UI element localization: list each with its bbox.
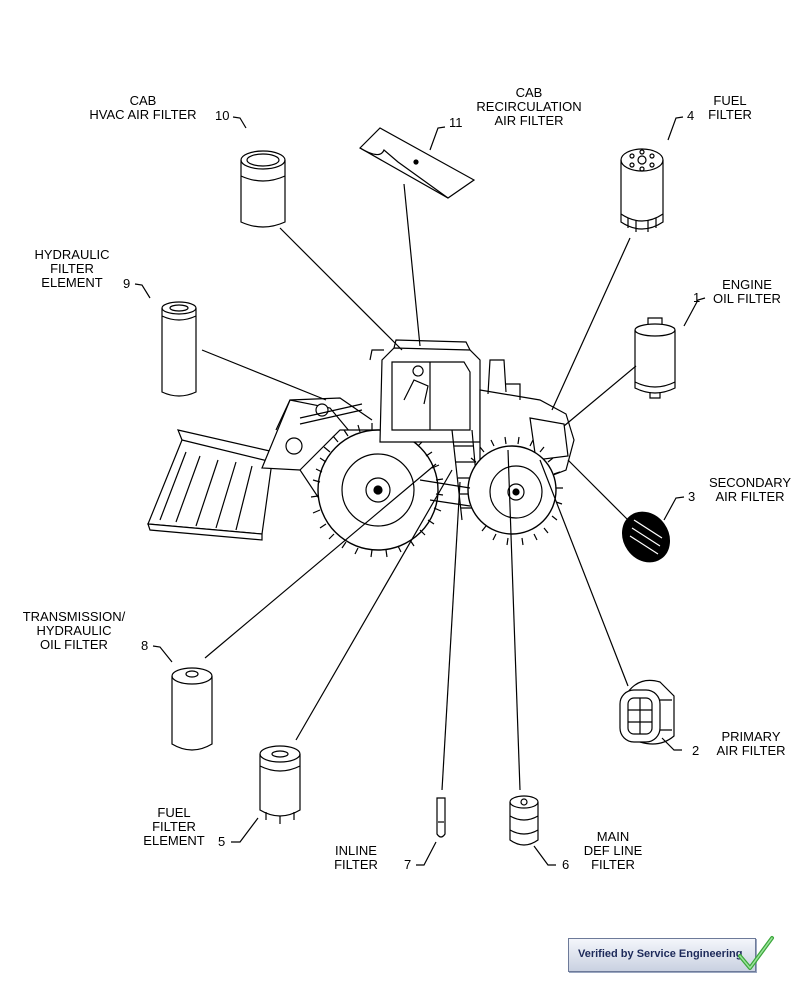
leader-lines xyxy=(134,116,706,866)
fuel-filter-drawing xyxy=(620,148,664,232)
checkmark-icon xyxy=(738,936,774,970)
hydraulic-filter-element-drawing xyxy=(161,301,197,397)
label-cab-recirculation-air-filter: CAB RECIRCULATION AIR FILTER xyxy=(476,85,582,128)
label-primary-air-filter: PRIMARY AIR FILTER xyxy=(716,729,786,758)
cab-recirculation-air-filter-drawing xyxy=(359,127,476,199)
label-main-def-line-filter: MAIN DEF LINE FILTER xyxy=(583,829,643,872)
primary-air-filter-drawing xyxy=(619,679,675,745)
callout-number-9: 9 xyxy=(123,276,131,291)
callout-number-1: 1 xyxy=(693,290,701,305)
secondary-air-filter-drawing xyxy=(622,511,670,563)
inline-filter-drawing xyxy=(436,797,446,838)
callout-number-6: 6 xyxy=(562,857,570,872)
callout-number-5: 5 xyxy=(218,834,226,849)
callout-number-4: 4 xyxy=(687,108,695,123)
callout-number-8: 8 xyxy=(141,638,149,653)
wheel-loader-illustration xyxy=(147,339,575,558)
label-hydraulic-filter-element: HYDRAULIC FILTER ELEMENT xyxy=(34,247,110,290)
label-fuel-filter-element: FUEL FILTER ELEMENT xyxy=(143,805,205,848)
callout-number-3: 3 xyxy=(688,489,696,504)
label-secondary-air-filter: SECONDARY AIR FILTER xyxy=(708,475,792,504)
engine-oil-filter-drawing xyxy=(634,317,676,399)
callout-number-11: 11 xyxy=(449,115,463,130)
cab-hvac-air-filter-drawing xyxy=(240,150,286,228)
label-transmission-hydraulic-oil-filter: TRANSMISSION/ HYDRAULIC OIL FILTER xyxy=(22,609,126,652)
callout-number-7: 7 xyxy=(404,857,412,872)
callout-number-2: 2 xyxy=(692,743,700,758)
label-cab-hvac-air-filter: CAB HVAC AIR FILTER xyxy=(89,93,197,122)
fuel-filter-element-drawing xyxy=(259,745,301,824)
label-inline-filter: INLINE FILTER xyxy=(334,843,378,872)
label-fuel-filter: FUEL FILTER xyxy=(708,93,752,122)
main-def-line-filter-drawing xyxy=(509,795,539,846)
callout-number-10: 10 xyxy=(215,108,230,123)
transmission-hydraulic-oil-filter-drawing xyxy=(171,667,213,751)
verified-badge-text: Verified by Service Engineering xyxy=(578,948,743,960)
verified-badge: Verified by Service Engineering xyxy=(568,938,756,972)
label-engine-oil-filter: ENGINE OIL FILTER xyxy=(713,277,781,306)
